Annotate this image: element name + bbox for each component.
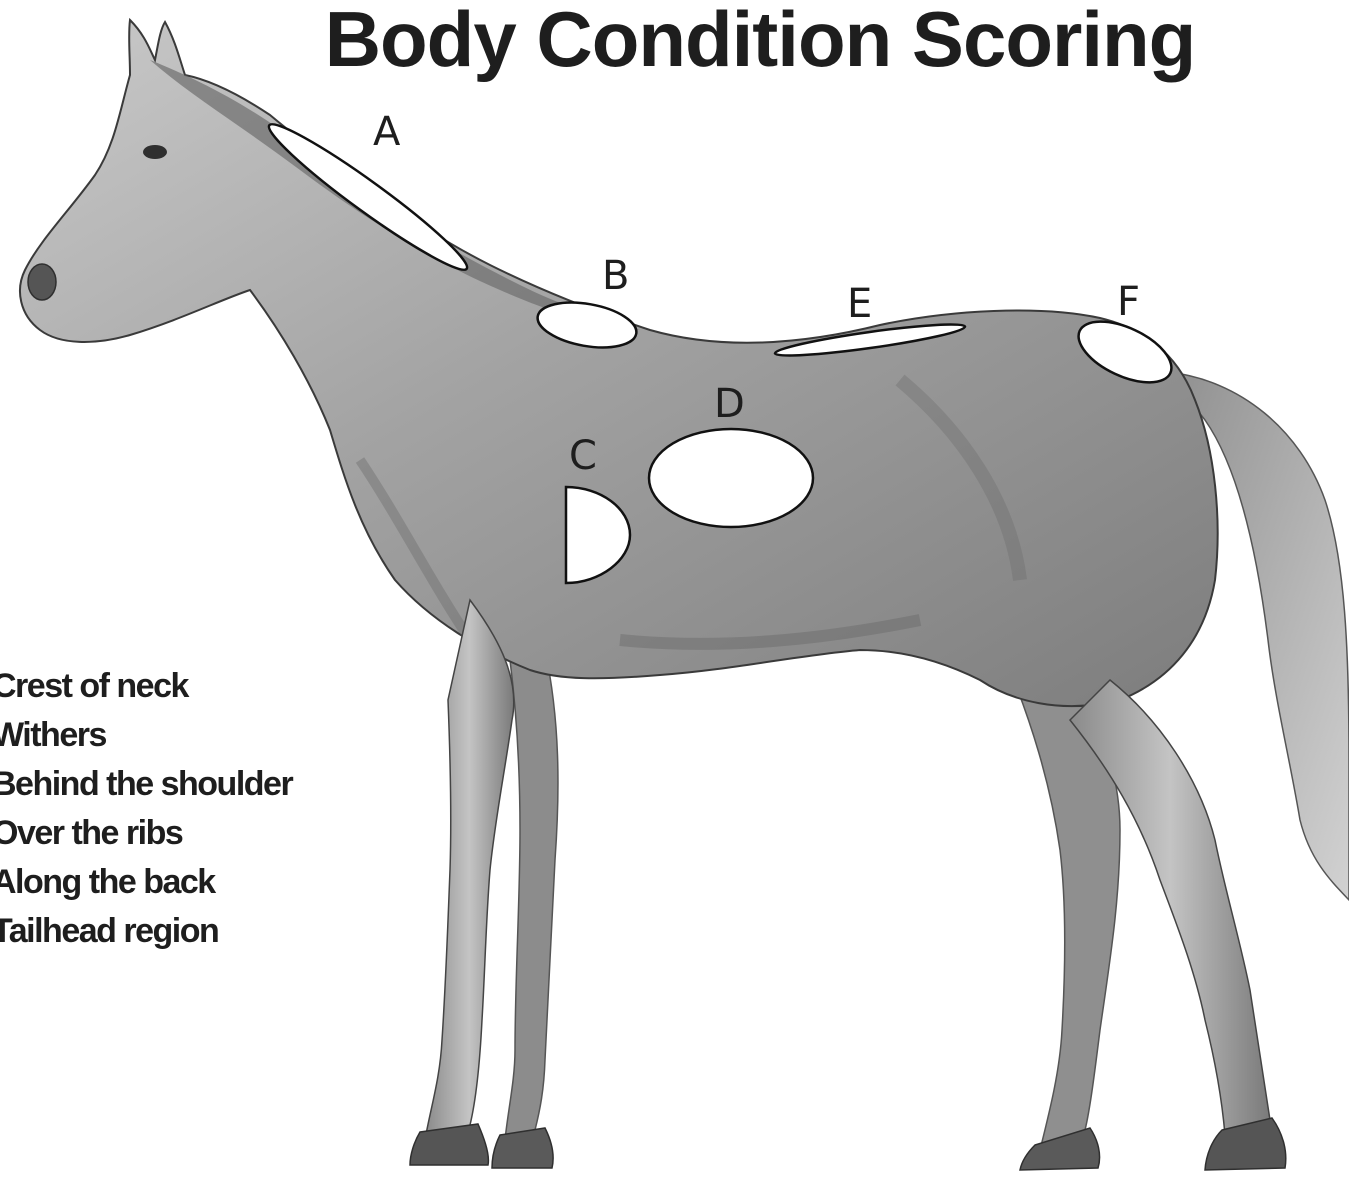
legend-item-behind-shoulder: Behind the shoulder: [0, 760, 292, 809]
horse-near-foreleg: [425, 600, 514, 1140]
region-e-letter: E: [847, 284, 872, 324]
diagram-title: Body Condition Scoring: [300, 0, 1220, 85]
region-d-letter: D: [714, 384, 745, 424]
region-legend: Crest of neck Withers Behind the shoulde…: [0, 662, 292, 956]
horse-eye: [143, 145, 167, 159]
horse-body: [20, 20, 1218, 706]
legend-item-crest: Crest of neck: [0, 662, 292, 711]
legend-item-withers: Withers: [0, 711, 292, 760]
region-c-letter: C: [569, 436, 597, 476]
region-b-letter: B: [602, 256, 629, 296]
horse-far-foreleg: [505, 650, 558, 1140]
legend-item-back: Along the back: [0, 858, 292, 907]
near-fore-hoof: [410, 1124, 488, 1165]
region-d-marker: [649, 429, 813, 527]
legend-item-ribs: Over the ribs: [0, 809, 292, 858]
near-hind-hoof: [1205, 1118, 1286, 1170]
region-a-letter: A: [373, 112, 400, 152]
horse-nostril: [28, 264, 56, 300]
legend-item-tailhead: Tailhead region: [0, 907, 292, 956]
region-f-letter: F: [1117, 282, 1140, 322]
far-fore-hoof: [492, 1128, 553, 1168]
